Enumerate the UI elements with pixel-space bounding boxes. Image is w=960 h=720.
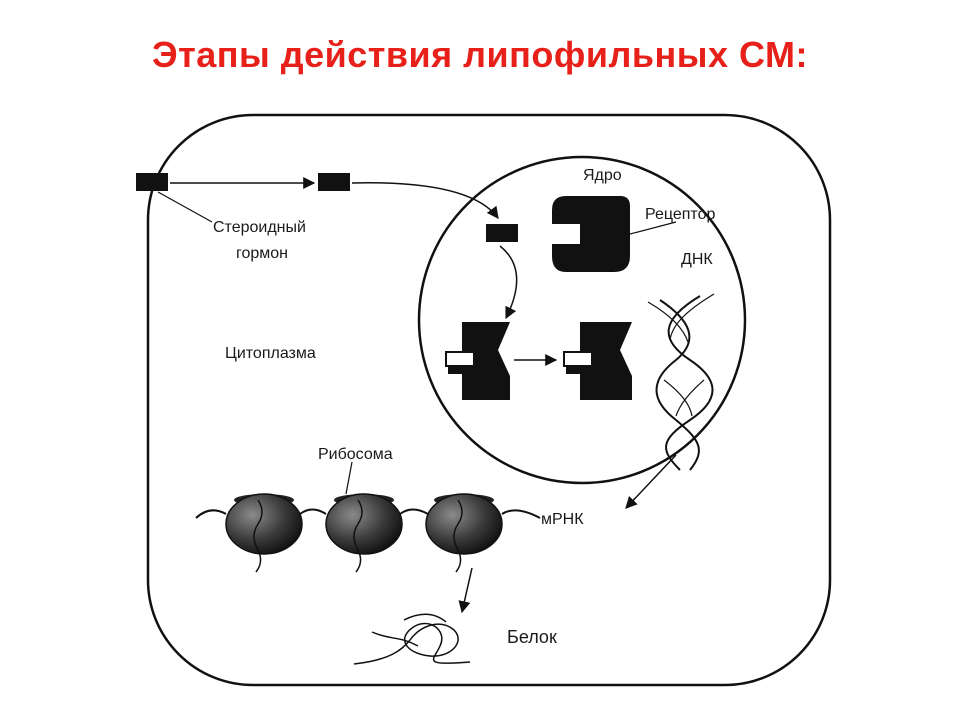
receptor-shape xyxy=(552,196,630,272)
label-nucleus: Ядро xyxy=(583,167,622,184)
steroid-hormone-nucleus xyxy=(486,224,518,242)
ribosome-3 xyxy=(425,493,503,573)
complex-1-hormone xyxy=(445,351,475,367)
arrow-hormone-to-nucleus xyxy=(351,182,499,219)
label-dna: ДНК xyxy=(681,251,713,268)
arrow-hormone-binding xyxy=(499,245,518,320)
complex-2-hormone xyxy=(563,351,593,367)
steroid-hormone-outside xyxy=(136,173,168,191)
protein-chain xyxy=(353,613,471,665)
ribosome-1 xyxy=(225,493,303,573)
label-receptor: Рецептор xyxy=(645,206,715,223)
label-steroid-hormone-2: гормон xyxy=(236,245,288,262)
arrow-translation-to-protein xyxy=(458,567,473,614)
hormone-receptor-complex-1 xyxy=(448,322,510,400)
label-protein: Белок xyxy=(507,627,557,647)
label-cytoplasm: Цитоплазма xyxy=(225,345,316,362)
dna-helix xyxy=(647,293,715,471)
receptor-label-leader xyxy=(629,221,677,235)
slide-title: Этапы действия липофильных СМ: xyxy=(151,34,809,75)
nucleus-membrane xyxy=(417,155,747,485)
label-mrna: мРНК xyxy=(541,511,584,528)
cell-membrane xyxy=(146,113,832,687)
mrna-strand xyxy=(195,508,541,519)
ribosome-2 xyxy=(325,493,403,573)
steroid-label-leader xyxy=(157,191,213,223)
ribosome-label-leader xyxy=(345,461,353,495)
hormone-receptor-complex-2 xyxy=(566,322,632,400)
arrow-dna-to-mrna xyxy=(625,454,677,509)
label-steroid-hormone-1: Стероидный xyxy=(213,219,306,236)
label-ribosome: Рибосома xyxy=(318,446,393,463)
steroid-hormone-cytoplasm xyxy=(318,173,350,191)
